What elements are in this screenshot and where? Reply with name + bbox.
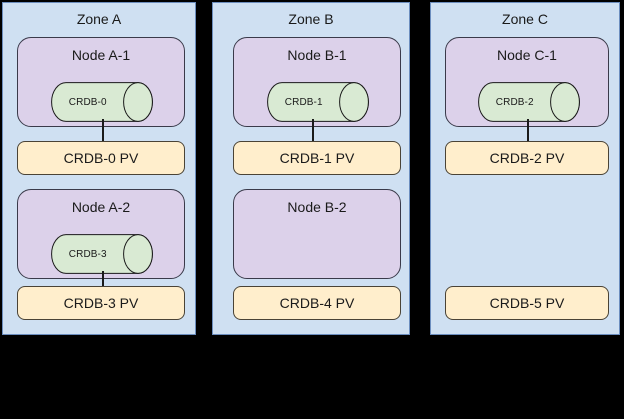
pv-label: CRDB-2 PV <box>489 150 565 166</box>
persistent-volume-crdb-1-pv[interactable]: CRDB-1 PV <box>233 141 401 175</box>
database-cylinder-crdb-2[interactable]: CRDB-2 <box>478 82 580 122</box>
cylinder-shape <box>478 82 580 122</box>
database-cylinder-crdb-3[interactable]: CRDB-3 <box>51 234 153 274</box>
connector-line-node-b-1 <box>312 119 314 143</box>
connector-line-node-a-2 <box>102 271 104 288</box>
node-title: Node B-1 <box>287 47 347 63</box>
pv-label: CRDB-3 PV <box>63 295 139 311</box>
cylinder-shape <box>51 234 153 274</box>
node-node-b-2[interactable]: Node B-2 <box>233 189 401 279</box>
node-title: Node A-1 <box>71 47 131 63</box>
node-title: Node A-2 <box>71 199 131 215</box>
persistent-volume-crdb-3-pv[interactable]: CRDB-3 PV <box>17 286 185 320</box>
zone-title: Zone A <box>76 11 122 27</box>
persistent-volume-crdb-4-pv[interactable]: CRDB-4 PV <box>233 286 401 320</box>
node-title: Node C-1 <box>497 47 557 63</box>
persistent-volume-crdb-5-pv[interactable]: CRDB-5 PV <box>445 286 609 320</box>
connector-line-node-c-1 <box>527 119 529 143</box>
database-cylinder-crdb-1[interactable]: CRDB-1 <box>267 82 369 122</box>
persistent-volume-crdb-0-pv[interactable]: CRDB-0 PV <box>17 141 185 175</box>
pod-label: CRDB-3 <box>68 248 107 260</box>
cylinder-shape <box>51 82 153 122</box>
pod-label: CRDB-0 <box>68 96 107 108</box>
pv-label: CRDB-1 PV <box>279 150 355 166</box>
zone-title: Zone C <box>502 11 548 27</box>
node-title: Node B-2 <box>287 199 347 215</box>
pv-label: CRDB-4 PV <box>279 295 355 311</box>
pv-label: CRDB-5 PV <box>489 295 565 311</box>
connector-line-node-a-1 <box>102 119 104 143</box>
database-cylinder-crdb-0[interactable]: CRDB-0 <box>51 82 153 122</box>
persistent-volume-crdb-2-pv[interactable]: CRDB-2 PV <box>445 141 609 175</box>
pv-label: CRDB-0 PV <box>63 150 139 166</box>
pod-label: CRDB-1 <box>284 96 323 108</box>
zone-title: Zone B <box>288 11 334 27</box>
pod-label: CRDB-2 <box>495 96 534 108</box>
cylinder-shape <box>267 82 369 122</box>
